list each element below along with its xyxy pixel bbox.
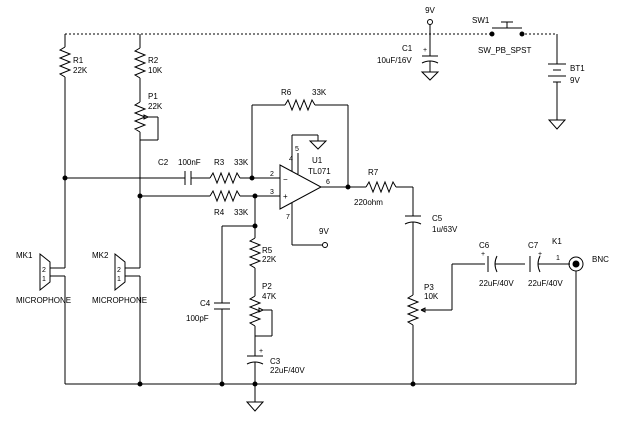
bt1-ref: BT1: [570, 64, 585, 73]
capacitor-c7: + C7 22uF/40V: [528, 241, 570, 288]
c6-ref: C6: [479, 241, 490, 250]
resistor-r7: R7 220ohm: [354, 168, 414, 216]
mk2-pin1: 1: [117, 276, 121, 283]
mk2-ref: MK2: [92, 251, 109, 260]
mk1-ref: MK1: [16, 251, 33, 260]
k1-type: BNC: [592, 255, 609, 264]
u1-ref: U1: [312, 156, 323, 165]
c4-ref: C4: [200, 299, 211, 308]
resistor-r1: R1 22K: [58, 34, 88, 178]
mk2-type: MICROPHONE: [92, 296, 147, 305]
junction-gnd-c3: [252, 381, 258, 387]
c7-ref: C7: [528, 241, 539, 250]
k1-pin: 1: [556, 255, 560, 262]
r3-value: 33K: [234, 158, 249, 167]
c6-value: 22uF/40V: [479, 279, 514, 288]
sw1-ref: SW1: [472, 16, 490, 25]
battery-bt1: BT1 9V: [548, 34, 585, 120]
r2-ref: R2: [148, 56, 159, 65]
connector-k1-bnc: K1 1 BNC: [552, 237, 609, 384]
resistor-r6: R6 33K: [251, 88, 349, 186]
c3-value: 22uF/40V: [270, 366, 305, 375]
r4-ref: R4: [214, 208, 225, 217]
c7-value: 22uF/40V: [528, 279, 563, 288]
resistor-r3: R3 33K: [209, 158, 280, 185]
r7-value: 220ohm: [354, 198, 383, 207]
junction-gnd-c4: [219, 381, 225, 387]
capacitor-c6: + C6 22uF/40V: [479, 241, 525, 288]
resistor-r2: R2 10K: [133, 34, 163, 102]
mk1-pin2: 2: [42, 267, 46, 274]
r3-ref: R3: [214, 158, 225, 167]
u1-pin2: 2: [270, 171, 274, 178]
mk1-pin1: 1: [42, 276, 46, 283]
resistor-r4: R4 33K: [140, 189, 280, 217]
c5-value: 1u/63V: [432, 225, 458, 234]
p2-value: 47K: [262, 292, 277, 301]
p2-ref: P2: [262, 282, 272, 291]
u1-pin6: 6: [326, 179, 330, 186]
junction-output: [345, 184, 351, 190]
capacitor-c4: C4 100pF: [186, 226, 230, 384]
potentiometer-p1: P1 22K: [133, 92, 163, 196]
c1-polarity: +: [423, 47, 427, 54]
r6-ref: R6: [281, 88, 292, 97]
c7-polarity: +: [538, 251, 542, 258]
p3-ref: P3: [424, 283, 434, 292]
u1-pin4: 4: [289, 156, 293, 163]
u1-minus-sign: −: [283, 175, 288, 184]
supply-9v-opamp: [322, 242, 328, 248]
u1-pin3: 3: [270, 189, 274, 196]
supply-9v-top: 9V: [425, 6, 436, 34]
p1-ref: P1: [148, 92, 158, 101]
c3-polarity: +: [259, 348, 263, 355]
bt1-value: 9V: [570, 76, 580, 85]
r5-ref: R5: [262, 246, 273, 255]
mk1-type: MICROPHONE: [16, 296, 71, 305]
c2-value: 100nF: [178, 158, 201, 167]
c1-ref: C1: [402, 44, 413, 53]
p3-value: 10K: [424, 292, 439, 301]
c1-value: 10uF/16V: [377, 56, 412, 65]
u1-pin7: 7: [286, 214, 290, 221]
capacitor-c1: + C1 10uF/16V: [377, 34, 439, 72]
u1-plus-sign: +: [283, 192, 288, 201]
r2-value: 10K: [148, 66, 163, 75]
capacitor-c5: C5 1u/63V: [404, 214, 458, 295]
junction-gnd-p3: [410, 381, 416, 387]
k1-ref: K1: [552, 237, 562, 246]
r6-value: 33K: [312, 88, 327, 97]
mk2-pin2: 2: [117, 267, 121, 274]
potentiometer-p3: P3 10K: [406, 264, 453, 384]
resistor-r5: R5 22K: [248, 226, 277, 296]
switch-sw1: SW1 SW_PB_SPST: [472, 16, 531, 55]
u1-pin5: 5: [295, 146, 299, 153]
r1-value: 22K: [73, 66, 88, 75]
r4-value: 33K: [234, 208, 249, 217]
ground-c1: [420, 71, 440, 81]
c2-ref: C2: [158, 158, 169, 167]
c4-value: 100pF: [186, 314, 209, 323]
microphone-mk1: 2 1 MK1 MICROPHONE: [16, 251, 71, 384]
ground-u1: [308, 140, 328, 150]
microphone-mk2: 2 1 MK2 MICROPHONE: [92, 251, 147, 384]
capacitor-c3: + C3 22uF/40V: [246, 348, 305, 402]
r5-value: 22K: [262, 255, 277, 264]
supply-9v-top-label: 9V: [425, 6, 435, 15]
ground-main: [245, 401, 265, 412]
u1-part: TL071: [308, 167, 331, 176]
c6-polarity: +: [481, 251, 485, 258]
ground-bt1: [547, 119, 567, 130]
sw1-type: SW_PB_SPST: [478, 46, 531, 55]
r7-ref: R7: [368, 168, 379, 177]
r1-ref: R1: [73, 56, 84, 65]
capacitor-c2: C2 100nF: [65, 158, 210, 185]
p1-value: 22K: [148, 102, 163, 111]
c5-ref: C5: [432, 214, 443, 223]
opamp-u1: − + 2 3 4 5 6 7 U1 TL071: [270, 146, 331, 221]
supply-9v-opamp-label: 9V: [319, 227, 329, 236]
c3-ref: C3: [270, 357, 281, 366]
potentiometer-p2: P2 47K: [248, 282, 277, 356]
